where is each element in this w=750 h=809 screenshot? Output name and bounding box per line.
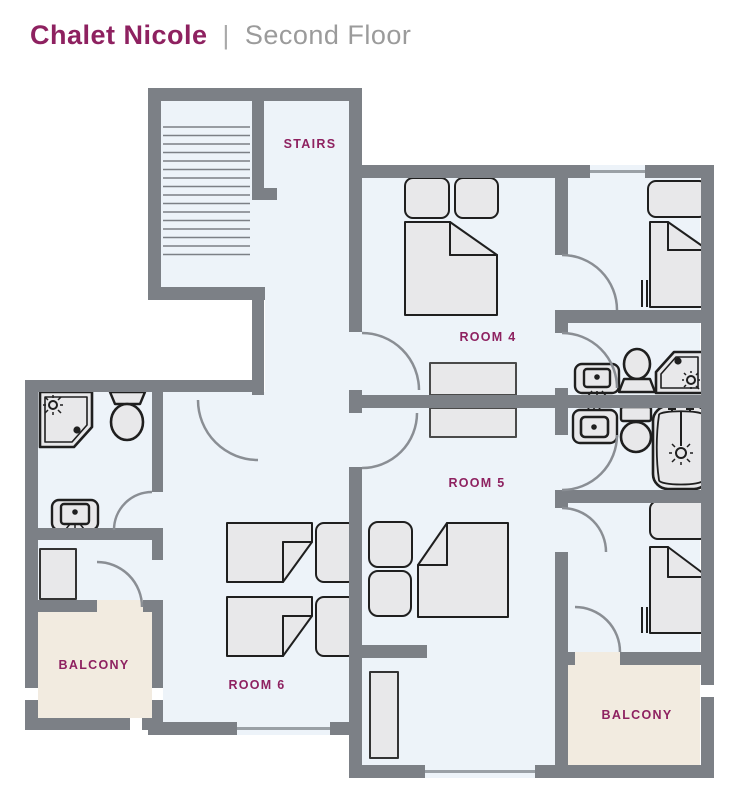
- tr-shower-icon: [654, 350, 705, 395]
- door-arcs: [96, 253, 622, 653]
- mr-toilet-icon: [619, 405, 653, 454]
- balcony-right-floor: [568, 665, 700, 765]
- mr-sink-icon: [571, 403, 619, 445]
- staircase-treads-icon: [163, 126, 250, 256]
- door-hall: [196, 399, 259, 462]
- door-tr-bathroom: [561, 331, 619, 389]
- chalet-name: Chalet Nicole: [30, 20, 208, 50]
- room4-label: ROOM 4: [459, 330, 517, 344]
- door-balcony-left: [96, 560, 144, 608]
- room5-wardrobe: [369, 671, 399, 759]
- mr-bathtub-icon: [651, 404, 711, 491]
- door-mr-bathroom: [561, 434, 619, 492]
- floor-name: Second Floor: [244, 20, 412, 50]
- stairs-label: STAIRS: [283, 137, 337, 151]
- walls: [25, 88, 714, 778]
- room4-annex-radiator-icon: [641, 280, 648, 307]
- door-left-bathroom: [112, 490, 153, 531]
- hall-wardrobe: [39, 548, 77, 600]
- room6-bed1-icon: [226, 522, 357, 583]
- door-room4-annex: [561, 253, 619, 311]
- windows: [237, 170, 645, 773]
- page-title: Chalet Nicole | Second Floor: [30, 20, 411, 51]
- door-room5: [361, 412, 419, 470]
- balcony-left-label: BALCONY: [58, 658, 130, 672]
- room6-bed2-icon: [226, 596, 357, 657]
- door-room4: [361, 331, 421, 391]
- room5-dresser: [429, 407, 517, 438]
- left-toilet-icon: [108, 390, 147, 442]
- room5-annex-radiator-icon: [641, 607, 648, 633]
- room5-annex-single-bed-icon: [649, 500, 709, 634]
- room5-double-bed-icon: [368, 521, 509, 618]
- furniture: [38, 177, 711, 759]
- balcony-left-floor: [38, 612, 152, 718]
- left-sink-icon: [50, 498, 100, 532]
- door-balcony-right: [574, 605, 622, 653]
- room4-annex-single-bed-icon: [647, 180, 709, 308]
- room5-label: ROOM 5: [448, 476, 506, 490]
- room6-label: ROOM 6: [228, 678, 286, 692]
- door-room5-annex: [561, 506, 608, 553]
- room4-double-bed-icon: [404, 177, 499, 316]
- tr-sink-icon: [573, 362, 621, 398]
- balcony-right-label: BALCONY: [601, 708, 673, 722]
- title-separator: |: [222, 20, 230, 50]
- room4-dresser: [429, 362, 517, 396]
